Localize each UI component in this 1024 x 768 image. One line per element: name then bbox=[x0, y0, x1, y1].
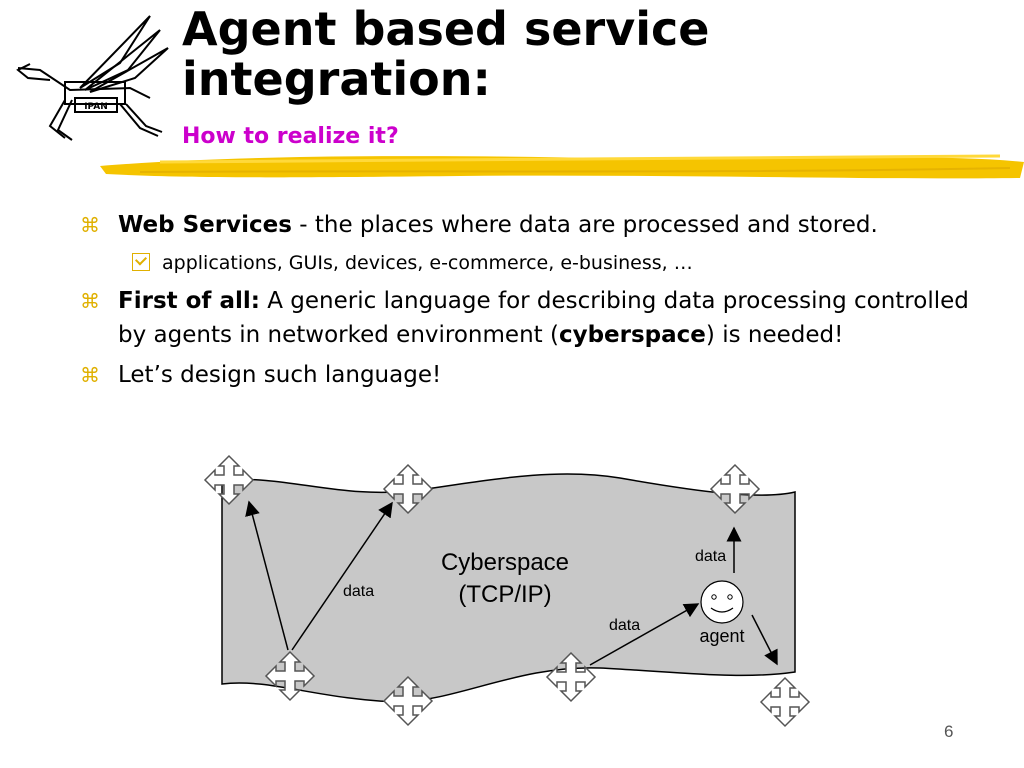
agent-smiley-icon bbox=[700, 580, 744, 624]
data-label-top: data bbox=[695, 548, 726, 565]
highlight-brush-stroke bbox=[100, 154, 1024, 179]
arrow-agent-down bbox=[751, 614, 778, 666]
page-number: 6 bbox=[944, 722, 954, 741]
command-bullet-icon: ⌘ bbox=[80, 363, 100, 387]
slide-title: Agent based service integration: bbox=[182, 4, 709, 104]
data-label-left: data bbox=[343, 583, 374, 600]
bullet-first-of-all: ⌘ First of all: A generic language for d… bbox=[80, 284, 980, 352]
sub-bullet-applications: applications, GUIs, devices, e-commerce,… bbox=[80, 248, 980, 278]
ipan-logo: IPAN bbox=[16, 15, 169, 141]
bullet-bold-text: First of all: bbox=[118, 288, 260, 314]
cyberspace-diagram: Cyberspace (TCP/IP) data data data agent bbox=[204, 455, 810, 727]
protocol-label: (TCP/IP) bbox=[458, 581, 551, 608]
arrow-to-top-left bbox=[245, 500, 289, 651]
bullet-web-services: ⌘ Web Services - the places where data a… bbox=[80, 208, 980, 242]
slide-subtitle: How to realize it? bbox=[182, 124, 399, 149]
agent-label: agent bbox=[699, 626, 744, 646]
bullet-text: - the places where data are processed an… bbox=[291, 212, 878, 238]
service-node-icon bbox=[760, 677, 810, 727]
command-bullet-icon: ⌘ bbox=[80, 289, 100, 313]
bullet-list: ⌘ Web Services - the places where data a… bbox=[80, 208, 980, 398]
title-line-2: integration: bbox=[182, 52, 491, 106]
sub-bullet-text: applications, GUIs, devices, e-commerce,… bbox=[162, 252, 693, 274]
checkbox-bullet-icon bbox=[132, 253, 150, 271]
data-label-mid: data bbox=[609, 617, 640, 634]
bullet-text: Let’s design such language! bbox=[118, 362, 442, 388]
bullet-text: A generic language for describing data p… bbox=[118, 288, 969, 348]
arrow-to-top-mid bbox=[291, 501, 393, 651]
arrow-to-agent bbox=[589, 603, 700, 666]
bullet-bold-text: Web Services bbox=[118, 212, 292, 238]
bullet-bold-cyberspace: cyberspace bbox=[558, 322, 706, 348]
logo-text: IPAN bbox=[84, 102, 108, 112]
cyberspace-label: Cyberspace bbox=[441, 549, 569, 576]
bullet-text-end: ) is needed! bbox=[705, 322, 844, 348]
bullet-design-language: ⌘ Let’s design such language! bbox=[80, 358, 980, 392]
command-bullet-icon: ⌘ bbox=[80, 213, 100, 237]
title-line-1: Agent based service bbox=[182, 2, 710, 56]
